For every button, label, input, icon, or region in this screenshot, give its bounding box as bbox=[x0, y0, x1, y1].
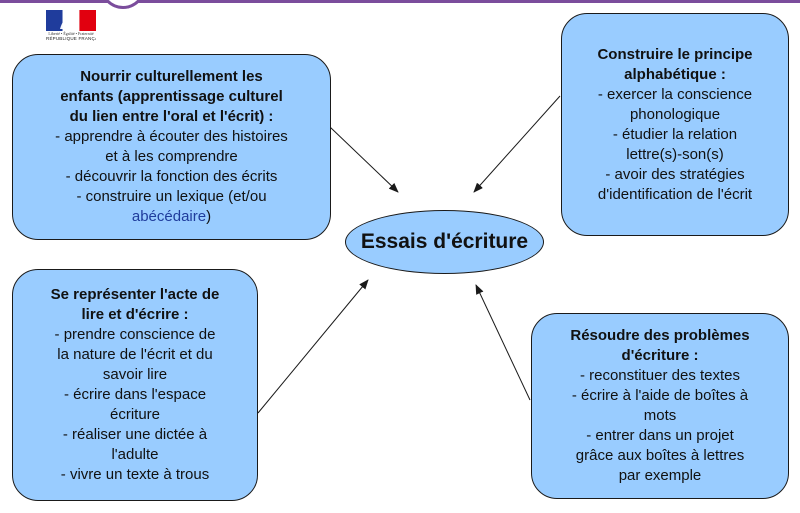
logo-motto: Liberté • Égalité • Fraternité bbox=[48, 31, 94, 36]
logo-republic-label: RÉPUBLIQUE FRANÇAISE bbox=[46, 36, 96, 41]
box-item-line: la nature de l'écrit et du bbox=[57, 346, 213, 363]
box-item-line: - construire un lexique (et/ou bbox=[76, 188, 267, 205]
box-item-line: par exemple bbox=[618, 467, 702, 484]
box-item-line: - avoir des stratégies bbox=[605, 165, 745, 183]
box-item-line: phonologique bbox=[629, 105, 721, 123]
marianne-flag-icon bbox=[46, 10, 96, 31]
box-item-line: lettre(s)-son(s) bbox=[626, 145, 724, 163]
arrow-bottom-left bbox=[257, 279, 369, 414]
box-item-line: l'adulte bbox=[111, 446, 159, 463]
box-item-line: - écrire à l'aide de boîtes à bbox=[571, 387, 749, 404]
box-item-line: - entrer dans un projet bbox=[586, 427, 734, 444]
box-problemes-ecriture: Résoudre des problèmes d'écriture : - re… bbox=[531, 313, 789, 499]
box-item-line: écriture bbox=[109, 406, 161, 423]
box-item-line: - écrire dans l'espace bbox=[63, 386, 207, 403]
box-title-line: Résoudre des problèmes bbox=[570, 327, 750, 344]
box-item-line: et à les comprendre bbox=[105, 148, 238, 165]
abecedaire-link[interactable]: abécédaire bbox=[131, 208, 207, 225]
box-item-line: - réaliser une dictée à bbox=[62, 426, 208, 443]
box-item-line-with-link: abécédaire) bbox=[13, 207, 330, 227]
box-principe-alphabetique: Construire le principe alphabétique : - … bbox=[561, 13, 789, 236]
box-item-line: - découvrir la fonction des écrits bbox=[65, 168, 278, 185]
center-node-essais-ecriture: Essais d'écriture bbox=[345, 210, 544, 274]
arrow-bottom-right bbox=[475, 284, 531, 401]
box-title-line: d'écriture : bbox=[621, 347, 699, 364]
box-title-line: Construire le principe bbox=[597, 45, 753, 63]
box-title-line: Nourrir culturellement les bbox=[80, 68, 263, 85]
republique-francaise-logo: Liberté • Égalité • Fraternité RÉPUBLIQU… bbox=[46, 10, 96, 42]
box-title-line: Se représenter l'acte de bbox=[50, 286, 220, 303]
box-item-line: grâce aux boîtes à lettres bbox=[575, 447, 745, 464]
arrow-top-right bbox=[473, 95, 561, 193]
box-item-line: d'identification de l'écrit bbox=[597, 185, 753, 203]
box-item-line: savoir lire bbox=[102, 366, 168, 383]
arrow-top-left bbox=[329, 126, 399, 193]
box-title-line: enfants (apprentissage culturel bbox=[60, 88, 283, 105]
box-title-line: du lien entre l'oral et l'écrit) : bbox=[69, 108, 274, 125]
box-item-line: - reconstituer des textes bbox=[579, 367, 741, 384]
box-nourrir-culturellement: Nourrir culturellement les enfants (appr… bbox=[12, 54, 331, 240]
box-item-line: - vivre un texte à trous bbox=[60, 466, 210, 483]
box-item-line: - exercer la conscience bbox=[597, 85, 753, 103]
link-suffix: ) bbox=[206, 208, 212, 225]
box-item-line: - apprendre à écouter des histoires bbox=[55, 128, 288, 145]
box-item-line: - prendre conscience de bbox=[54, 326, 216, 343]
box-acte-lire-ecrire: Se représenter l'acte de lire et d'écrir… bbox=[12, 269, 258, 501]
box-item-line: mots bbox=[643, 407, 677, 424]
top-accent-bar bbox=[0, 0, 800, 3]
box-item-line: - étudier la relation bbox=[612, 125, 738, 143]
box-title-line: alphabétique : bbox=[624, 65, 726, 83]
box-title-line: lire et d'écrire : bbox=[81, 306, 189, 323]
